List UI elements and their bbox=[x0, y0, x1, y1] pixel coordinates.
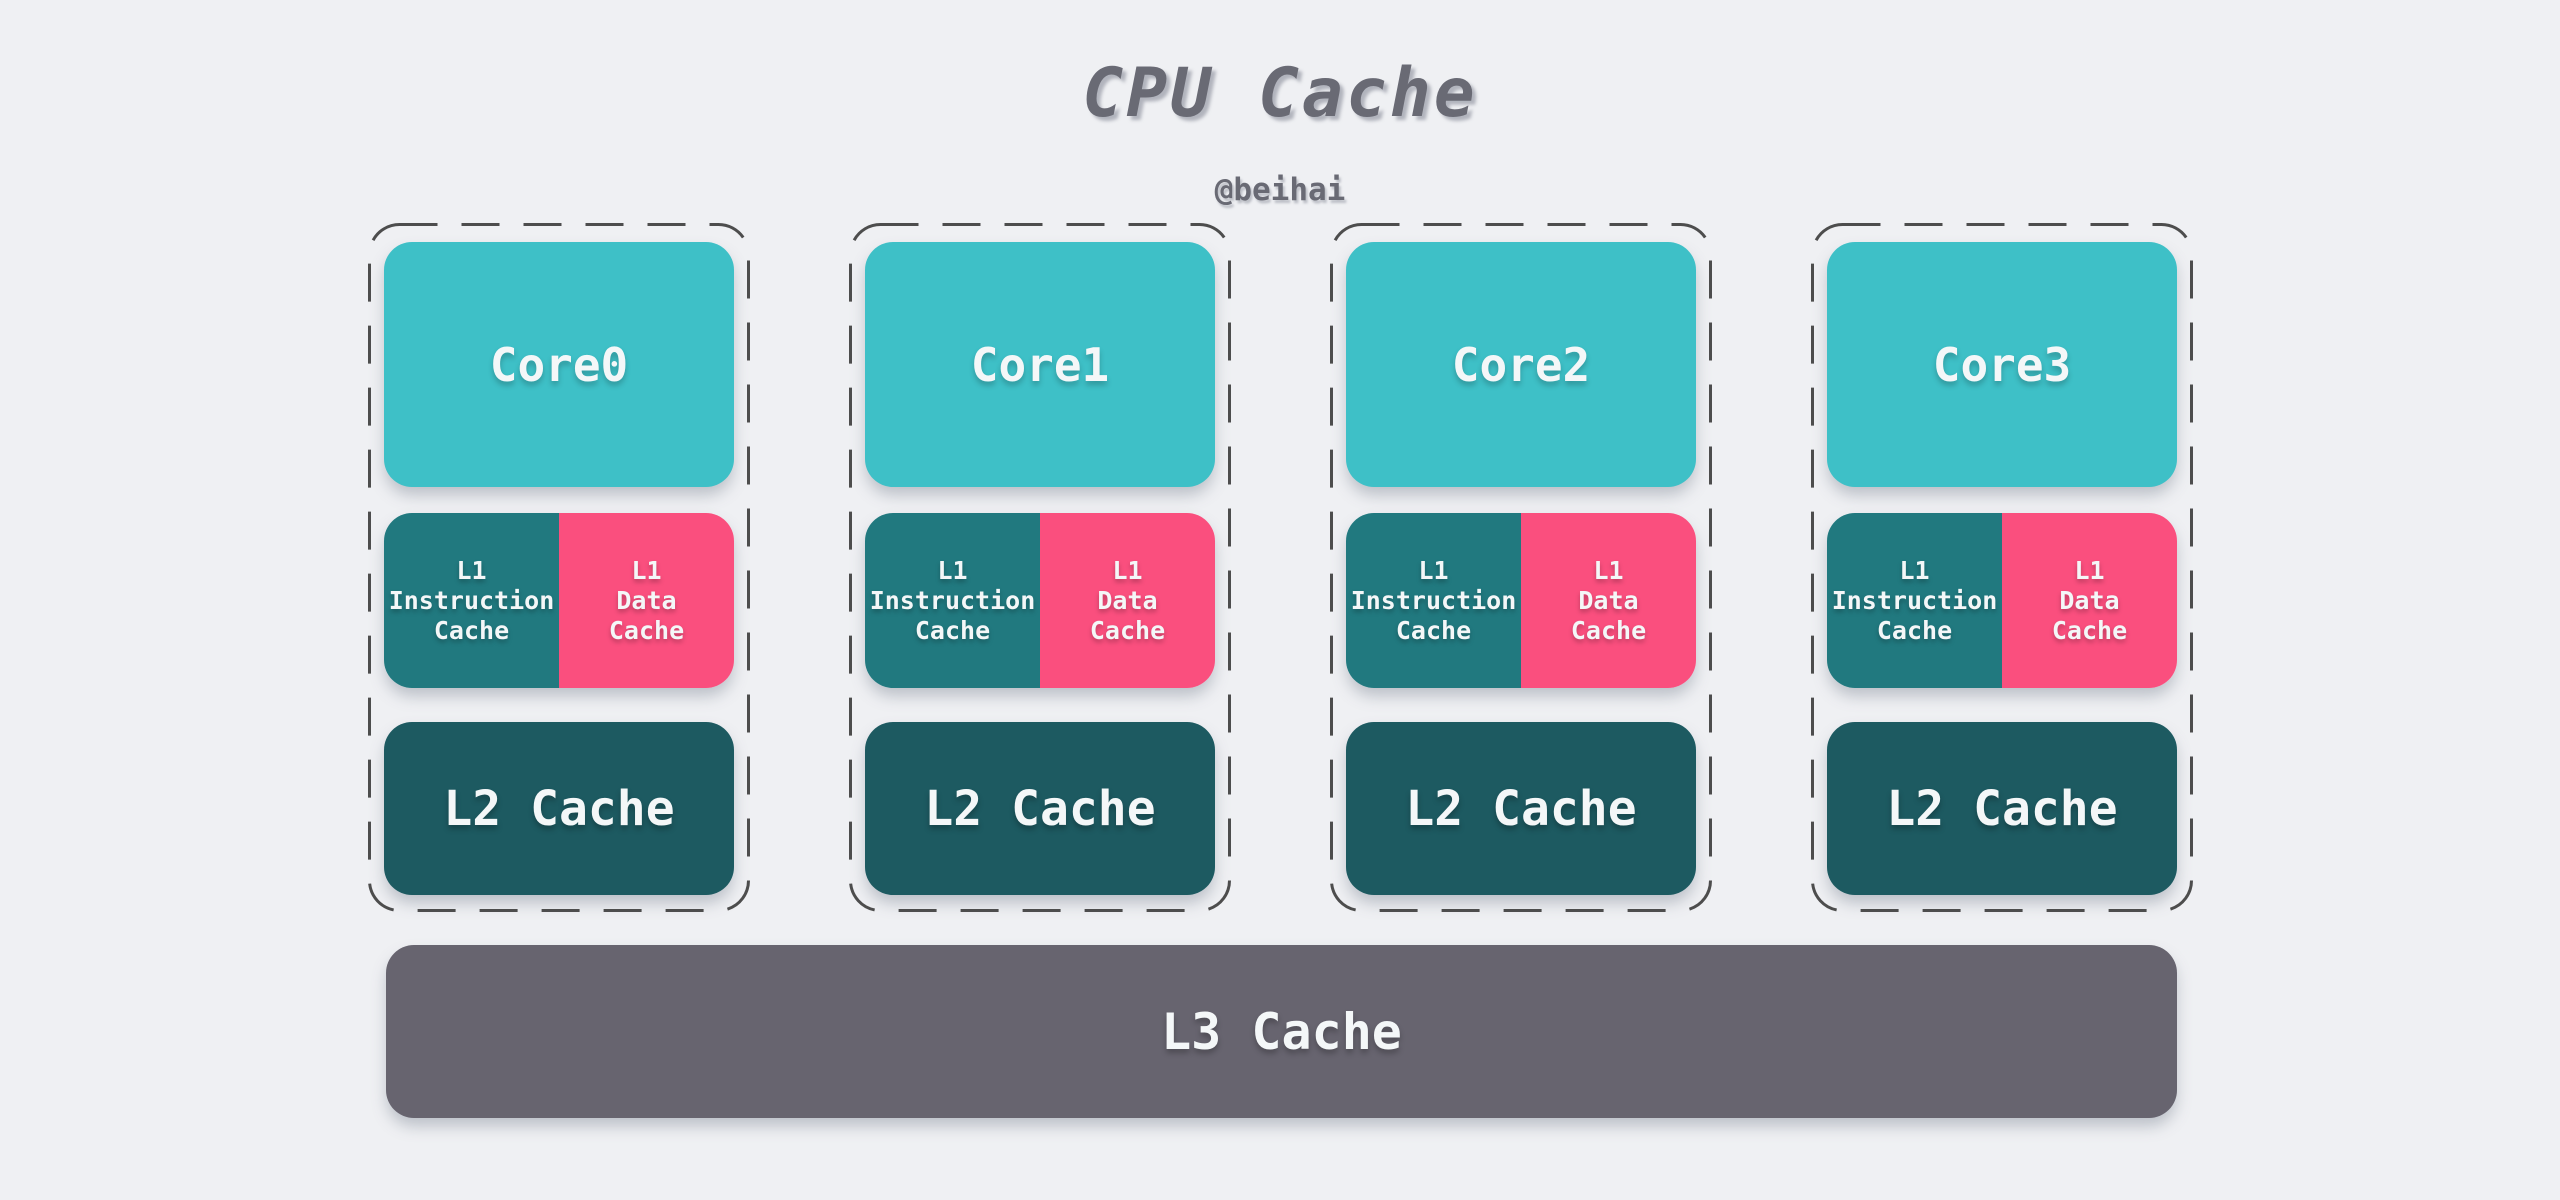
l1-instruction-cache: L1 Instruction Cache bbox=[1827, 513, 2002, 688]
l1-data-cache: L1 Data Cache bbox=[1040, 513, 1215, 688]
core-label: Core0 bbox=[489, 337, 629, 392]
author-handle: @beihai bbox=[1214, 172, 1346, 208]
l2-label: L2 Cache bbox=[924, 780, 1156, 837]
l1-data-label: L1 Data Cache bbox=[1089, 555, 1166, 645]
l1-instruction-label: L1 Instruction Cache bbox=[1831, 555, 1998, 645]
l2-cache-box: L2 Cache bbox=[1346, 722, 1696, 895]
core-box: Core0 bbox=[384, 242, 734, 487]
l1-instruction-label: L1 Instruction Cache bbox=[869, 555, 1036, 645]
core-box: Core1 bbox=[865, 242, 1215, 487]
core-label: Core1 bbox=[970, 337, 1110, 392]
l1-data-cache: L1 Data Cache bbox=[2002, 513, 2177, 688]
l1-instruction-cache: L1 Instruction Cache bbox=[865, 513, 1040, 688]
core-column-3: Core3 L1 Instruction Cache L1 Data Cache… bbox=[1811, 223, 2193, 912]
l1-data-cache: L1 Data Cache bbox=[559, 513, 734, 688]
l2-cache-box: L2 Cache bbox=[1827, 722, 2177, 895]
l3-cache-bar: L3 Cache bbox=[386, 945, 2177, 1118]
core-column-2: Core2 L1 Instruction Cache L1 Data Cache… bbox=[1330, 223, 1712, 912]
l2-label: L2 Cache bbox=[1886, 780, 2118, 837]
core-box: Core2 bbox=[1346, 242, 1696, 487]
l1-instruction-label: L1 Instruction Cache bbox=[1350, 555, 1517, 645]
l2-cache-box: L2 Cache bbox=[865, 722, 1215, 895]
diagram-title: CPU Cache bbox=[1082, 54, 1478, 133]
core-box: Core3 bbox=[1827, 242, 2177, 487]
l1-data-label: L1 Data Cache bbox=[608, 555, 685, 645]
core-column-0: Core0 L1 Instruction Cache L1 Data Cache… bbox=[368, 223, 750, 912]
core-label: Core2 bbox=[1451, 337, 1591, 392]
l2-cache-box: L2 Cache bbox=[384, 722, 734, 895]
l1-cache-box: L1 Instruction Cache L1 Data Cache bbox=[865, 513, 1215, 688]
l1-cache-box: L1 Instruction Cache L1 Data Cache bbox=[1346, 513, 1696, 688]
l1-instruction-cache: L1 Instruction Cache bbox=[1346, 513, 1521, 688]
l3-label: L3 Cache bbox=[1161, 1002, 1402, 1061]
l1-cache-box: L1 Instruction Cache L1 Data Cache bbox=[1827, 513, 2177, 688]
l1-data-cache: L1 Data Cache bbox=[1521, 513, 1696, 688]
core-columns: Core0 L1 Instruction Cache L1 Data Cache… bbox=[368, 223, 2193, 912]
l1-instruction-label: L1 Instruction Cache bbox=[388, 555, 555, 645]
l2-label: L2 Cache bbox=[443, 780, 675, 837]
l1-cache-box: L1 Instruction Cache L1 Data Cache bbox=[384, 513, 734, 688]
l1-data-label: L1 Data Cache bbox=[1570, 555, 1647, 645]
core-column-1: Core1 L1 Instruction Cache L1 Data Cache… bbox=[849, 223, 1231, 912]
core-label: Core3 bbox=[1932, 337, 2072, 392]
l1-instruction-cache: L1 Instruction Cache bbox=[384, 513, 559, 688]
l2-label: L2 Cache bbox=[1405, 780, 1637, 837]
l1-data-label: L1 Data Cache bbox=[2051, 555, 2128, 645]
